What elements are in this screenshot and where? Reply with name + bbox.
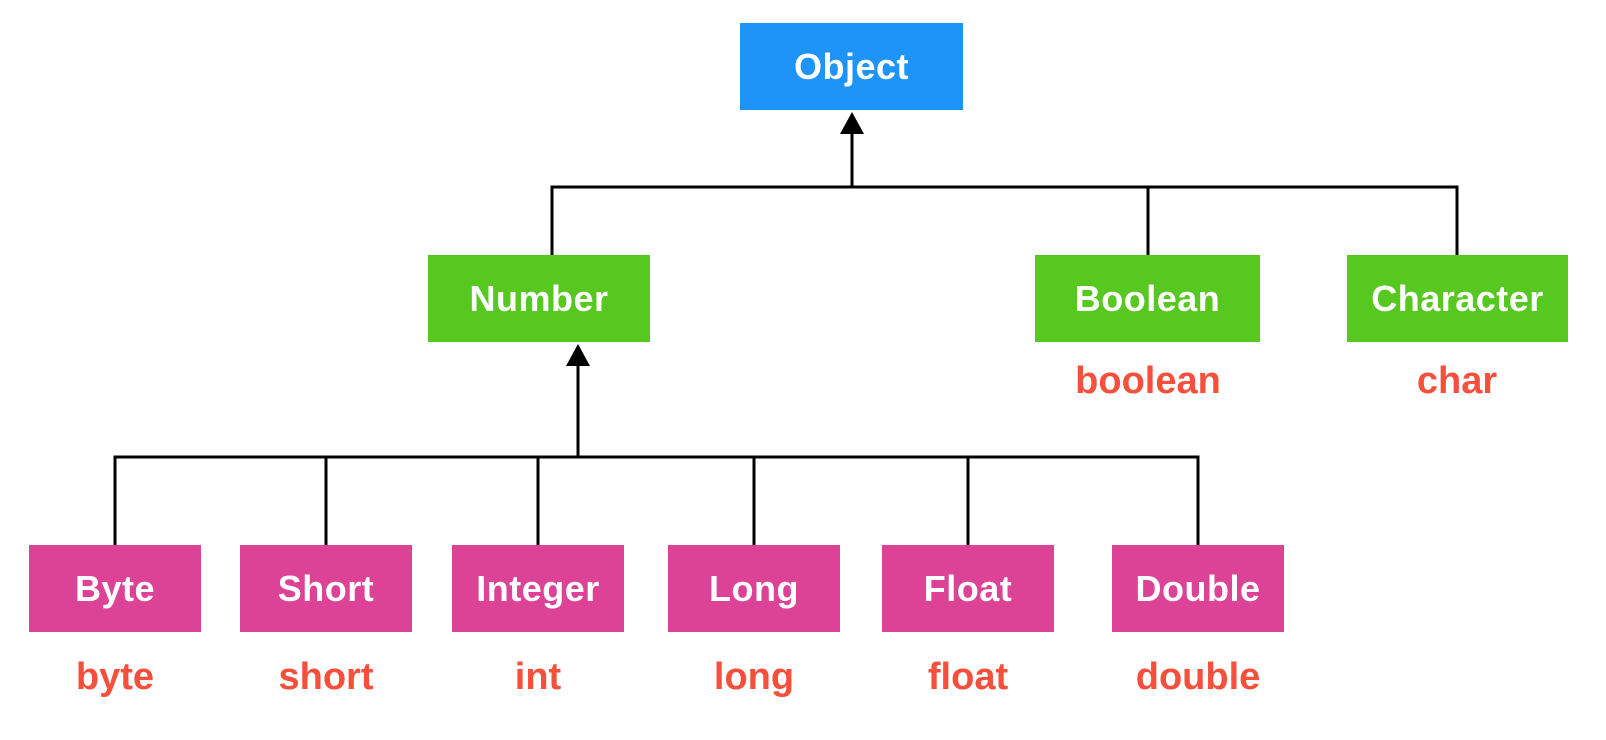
primitive-label-short: short bbox=[278, 656, 374, 698]
node-short: Short bbox=[240, 545, 412, 632]
node-character: Character bbox=[1347, 255, 1568, 342]
arrowhead-to-object bbox=[840, 112, 864, 134]
node-byte: Byte bbox=[29, 545, 201, 632]
primitive-label-double: double bbox=[1135, 656, 1261, 698]
primitive-label-char: char bbox=[1416, 360, 1498, 402]
node-long: Long bbox=[668, 545, 840, 632]
node-object: Object bbox=[740, 23, 963, 110]
node-double: Double bbox=[1112, 545, 1284, 632]
node-boolean: Boolean bbox=[1035, 255, 1260, 342]
primitive-label-boolean: boolean bbox=[1075, 360, 1221, 402]
primitive-label-int: int bbox=[514, 656, 562, 698]
node-number: Number bbox=[428, 255, 650, 342]
level2-rail bbox=[113, 362, 1200, 545]
node-integer: Integer bbox=[452, 545, 624, 632]
node-float: Float bbox=[882, 545, 1054, 632]
primitive-label-long: long bbox=[713, 656, 795, 698]
primitive-label-float: float bbox=[927, 656, 1009, 698]
level1-rail bbox=[550, 130, 1459, 255]
primitive-label-byte: byte bbox=[75, 656, 155, 698]
arrowhead-to-number bbox=[566, 344, 590, 366]
